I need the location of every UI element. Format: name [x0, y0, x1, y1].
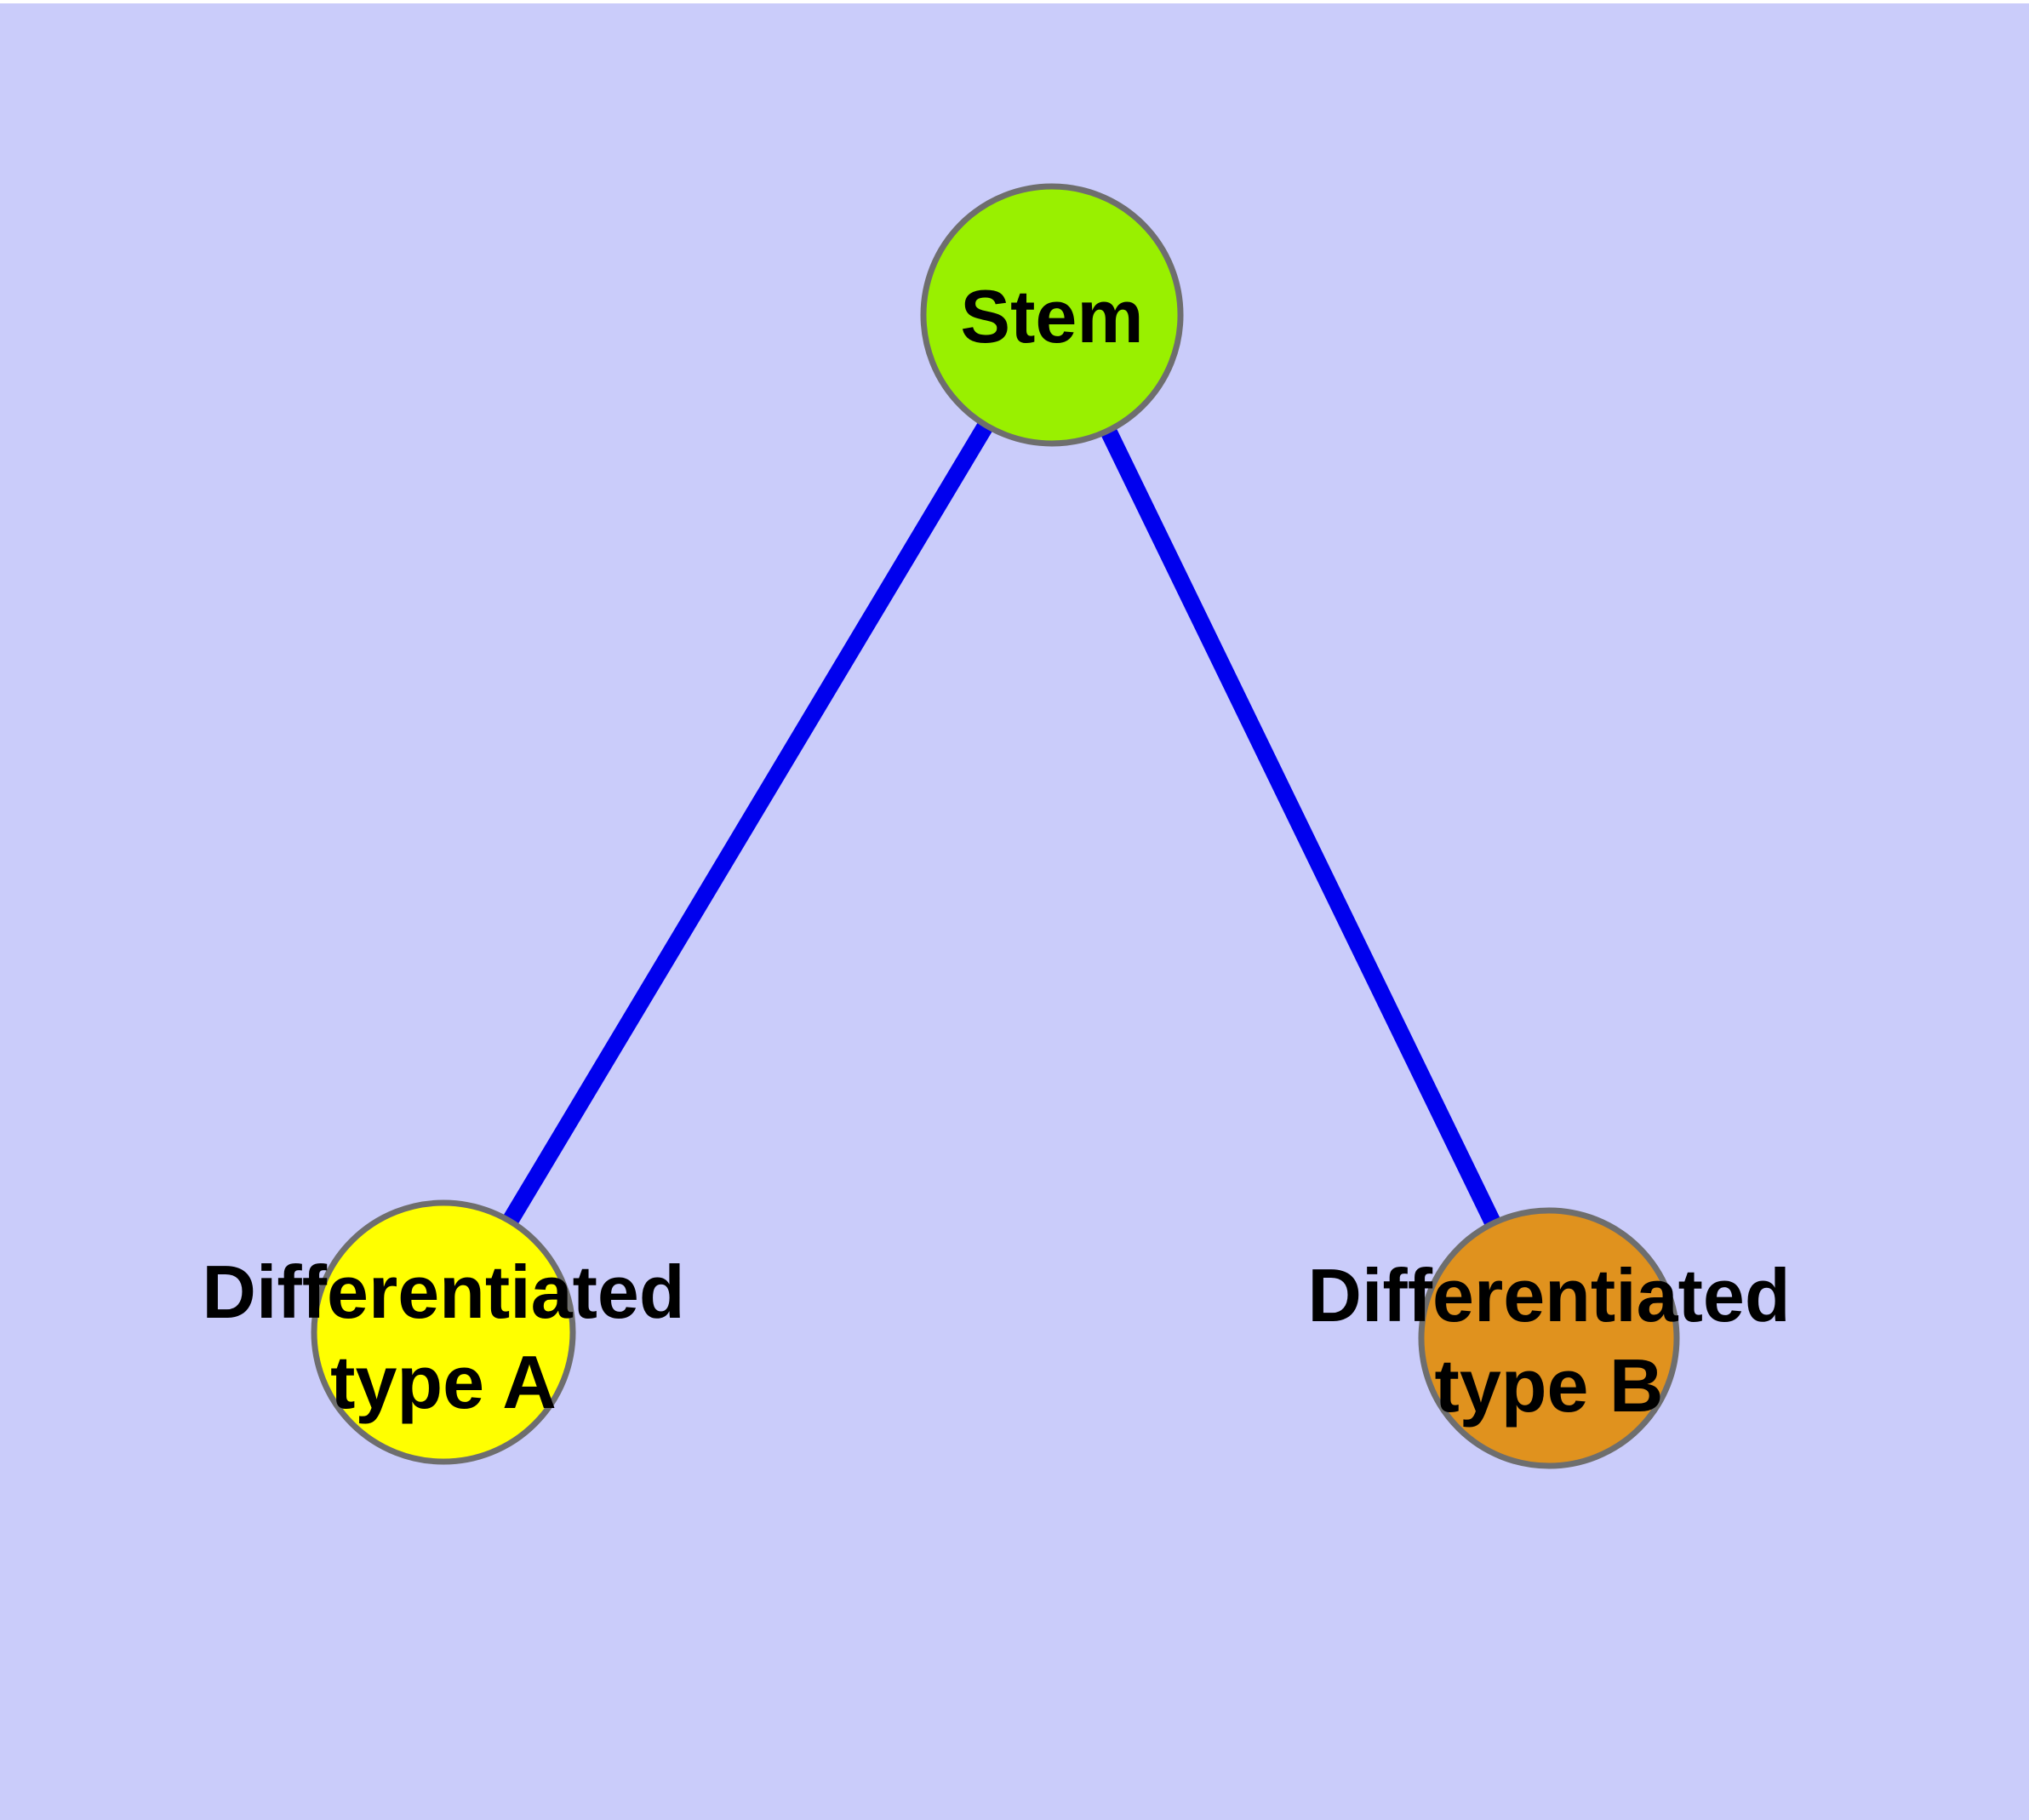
- node-stem: [920, 183, 1184, 447]
- edge-stem-to-type-a: [436, 310, 1060, 1337]
- node-label-type-b-line2: type B: [1435, 1343, 1664, 1428]
- edge-stem-to-type-b: [1044, 311, 1557, 1342]
- node-differentiated-type-a: [311, 1199, 576, 1465]
- node-differentiated-type-b: [1418, 1207, 1680, 1469]
- node-label-type-a-line2: type A: [330, 1340, 557, 1424]
- node-label-type-a-line1: Differentiated: [202, 1250, 684, 1334]
- node-label-type-b-line1: Differentiated: [1307, 1253, 1790, 1337]
- node-label-stem: Stem: [960, 274, 1143, 358]
